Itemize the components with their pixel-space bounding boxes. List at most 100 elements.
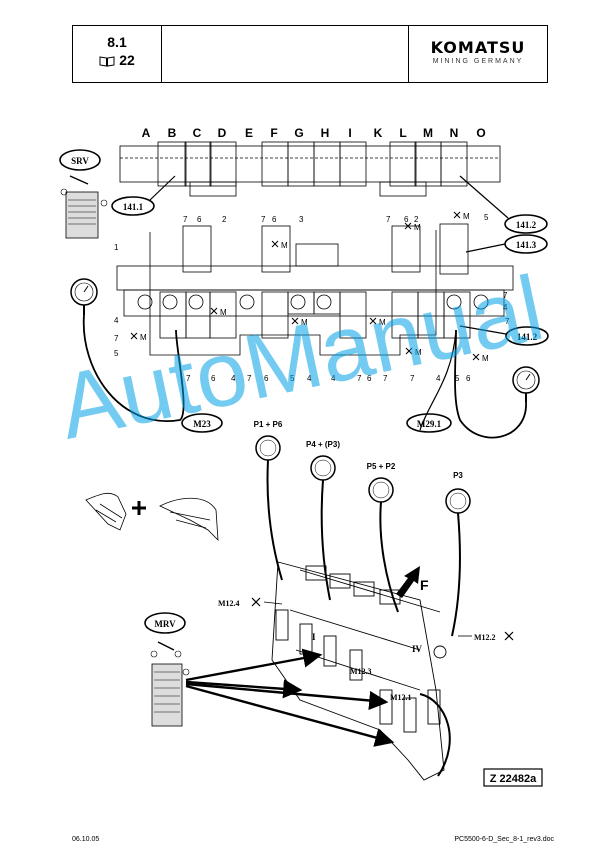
- svg-text:M: M: [379, 318, 386, 327]
- column-label: D: [218, 126, 227, 140]
- column-label: H: [321, 126, 330, 140]
- svg-text:5: 5: [114, 349, 119, 358]
- section-cell: 8.1 22: [73, 26, 162, 82]
- top-manifold: [119, 141, 501, 197]
- gauge-right: [419, 329, 540, 439]
- column-label: A: [142, 126, 151, 140]
- page-header: 8.1 22 KOMATSU MINING GERMANY: [72, 25, 548, 83]
- bucket-sketch: [85, 492, 219, 542]
- column-label: K: [374, 126, 383, 140]
- svg-text:6: 6: [466, 374, 471, 383]
- svg-text:141.3: 141.3: [516, 240, 537, 250]
- section-number: 8.1: [107, 34, 127, 50]
- mrv-callout: MRV: [144, 612, 190, 727]
- page-number-row: 22: [73, 52, 161, 68]
- gauge-label: P4 + (P3): [306, 440, 340, 449]
- svg-text:7: 7: [114, 334, 119, 343]
- svg-text:M12.2: M12.2: [474, 633, 496, 642]
- svg-text:2: 2: [222, 215, 227, 224]
- column-label: O: [476, 126, 485, 140]
- svg-text:7: 7: [357, 374, 362, 383]
- figure-number: Z 22482a: [490, 773, 537, 785]
- svg-text:7: 7: [383, 374, 388, 383]
- svg-text:6: 6: [211, 374, 216, 383]
- arrow-label: F: [420, 577, 429, 593]
- book-icon: [99, 56, 115, 67]
- direction-arrow: F: [396, 566, 429, 598]
- svg-text:M12.1: M12.1: [390, 693, 412, 702]
- brand-logo: KOMATSU: [430, 38, 526, 57]
- callouts-141: 141.1 141.2 141.3 141.2 M23 M29.1: [111, 175, 549, 433]
- svg-text:5: 5: [455, 374, 460, 383]
- column-label: B: [168, 126, 177, 140]
- footer-date: 06.10.05: [72, 836, 100, 843]
- column-label: I: [348, 126, 351, 140]
- column-label: G: [294, 126, 303, 140]
- column-label: C: [193, 126, 202, 140]
- gauge-label: P5 + P2: [367, 462, 396, 471]
- svg-text:M: M: [482, 354, 489, 363]
- footer-doc: PC5500-6-D_Sec_8-1_rev3.doc: [454, 836, 554, 843]
- svg-text:7: 7: [505, 317, 510, 326]
- svg-text:M12.3: M12.3: [350, 667, 372, 676]
- column-label: E: [245, 126, 253, 140]
- svg-text:M23: M23: [193, 419, 211, 429]
- svg-text:6: 6: [404, 215, 409, 224]
- gauge-left: [70, 278, 185, 422]
- svg-text:7: 7: [261, 215, 266, 224]
- svg-text:6: 6: [272, 215, 277, 224]
- svg-text:M: M: [415, 348, 422, 357]
- gauge-hoses: [266, 459, 461, 637]
- svg-text:5: 5: [484, 213, 489, 222]
- mrv-arrows: [185, 648, 451, 777]
- svg-text:3: 3: [299, 215, 304, 224]
- pressure-gauges: P1 + P6 P4 + (P3) P5 + P2 P3: [254, 420, 464, 480]
- mrv-label: MRV: [154, 619, 176, 629]
- svg-text:6: 6: [367, 374, 372, 383]
- svg-text:IV: IV: [412, 644, 423, 654]
- svg-text:7: 7: [247, 374, 252, 383]
- figure-id: Z 22482a: [483, 768, 543, 787]
- column-label: M: [423, 126, 433, 140]
- svg-text:M: M: [281, 241, 288, 250]
- svg-text:4: 4: [114, 316, 119, 325]
- svg-text:4: 4: [331, 374, 336, 383]
- svg-text:2: 2: [414, 215, 419, 224]
- svg-text:M: M: [140, 333, 147, 342]
- column-label: N: [450, 126, 459, 140]
- svg-text:M: M: [463, 212, 470, 221]
- svg-text:I: I: [312, 632, 316, 642]
- gauge-dials: [255, 435, 471, 514]
- column-labels: A B C D E F G H I K L M N O: [142, 126, 486, 140]
- svg-text:7: 7: [186, 374, 191, 383]
- gauge-label: P3: [453, 471, 463, 480]
- main-manifold: [116, 223, 514, 356]
- svg-text:4: 4: [231, 374, 236, 383]
- srv-callout: SRV: [59, 149, 108, 239]
- srv-label: SRV: [71, 156, 89, 166]
- roman-labels: I IV: [312, 632, 423, 654]
- svg-text:7: 7: [183, 215, 188, 224]
- svg-text:6: 6: [264, 374, 269, 383]
- svg-text:5: 5: [290, 374, 295, 383]
- svg-text:4: 4: [436, 374, 441, 383]
- page-number: 22: [119, 52, 135, 68]
- svg-text:4: 4: [307, 374, 312, 383]
- svg-text:7: 7: [410, 374, 415, 383]
- measuring-points: M M M M M M M M M: [130, 211, 489, 363]
- svg-text:M: M: [220, 308, 227, 317]
- brand-subtitle: MINING GERMANY: [432, 58, 524, 65]
- port-labels: M12.4 M12.2 M12.3 M12.1: [218, 597, 514, 702]
- column-label: F: [270, 126, 277, 140]
- column-label: L: [399, 126, 406, 140]
- svg-text:M: M: [301, 318, 308, 327]
- svg-text:141.1: 141.1: [123, 202, 144, 212]
- gauge-label: P1 + P6: [254, 420, 283, 429]
- svg-text:141.2: 141.2: [517, 332, 538, 342]
- svg-text:7: 7: [386, 215, 391, 224]
- svg-text:M29.1: M29.1: [417, 419, 442, 429]
- brand-cell: KOMATSU MINING GERMANY: [408, 26, 547, 82]
- svg-text:7: 7: [503, 291, 508, 300]
